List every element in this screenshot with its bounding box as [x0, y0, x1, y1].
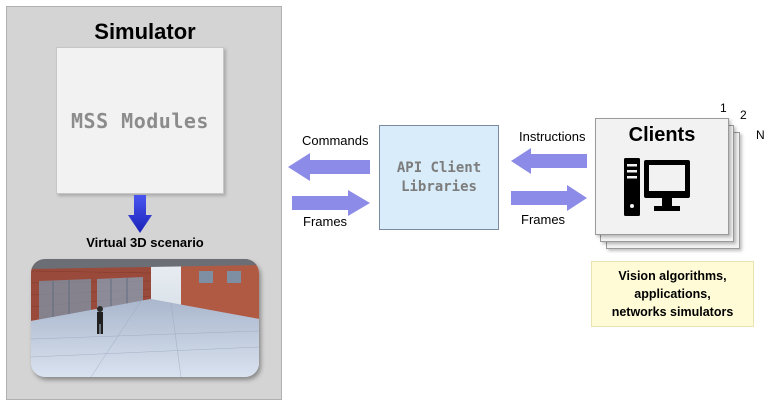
- simulator-title: Simulator: [94, 19, 196, 44]
- commands-label: Commands: [302, 133, 369, 148]
- computer-icon: [624, 158, 690, 216]
- frames-label-left: Frames: [303, 214, 348, 229]
- client-number-1: 1: [720, 101, 727, 115]
- instructions-label: Instructions: [519, 129, 586, 144]
- virtual-3d-scenario-label: Virtual 3D scenario: [86, 235, 204, 250]
- simulator-panel: Simulator MSS Modules Virtual 3D scenari…: [6, 6, 282, 400]
- client-number-n: N: [756, 128, 765, 142]
- frames-label-right: Frames: [521, 212, 566, 227]
- frames-right-arrow-icon: [511, 185, 587, 211]
- down-arrow-icon: [128, 195, 152, 233]
- mss-modules-label: MSS Modules: [71, 108, 209, 133]
- instructions-arrow-icon: [511, 148, 587, 174]
- client-number-2: 2: [740, 108, 747, 122]
- api-client-libraries-label: API Client Libraries: [396, 159, 482, 195]
- vision-algorithms-label: Vision algorithms, applications, network…: [611, 269, 734, 319]
- vision-algorithms-box: Vision algorithms, applications, network…: [591, 261, 754, 327]
- virtual-3d-scene-image: [31, 259, 259, 377]
- clients-title: Clients: [628, 124, 696, 146]
- frames-left-arrow-icon: [292, 190, 370, 216]
- commands-arrow-icon: [288, 153, 370, 181]
- mss-modules-box: MSS Modules: [56, 47, 224, 194]
- api-client-libraries-box: API Client Libraries: [379, 125, 499, 230]
